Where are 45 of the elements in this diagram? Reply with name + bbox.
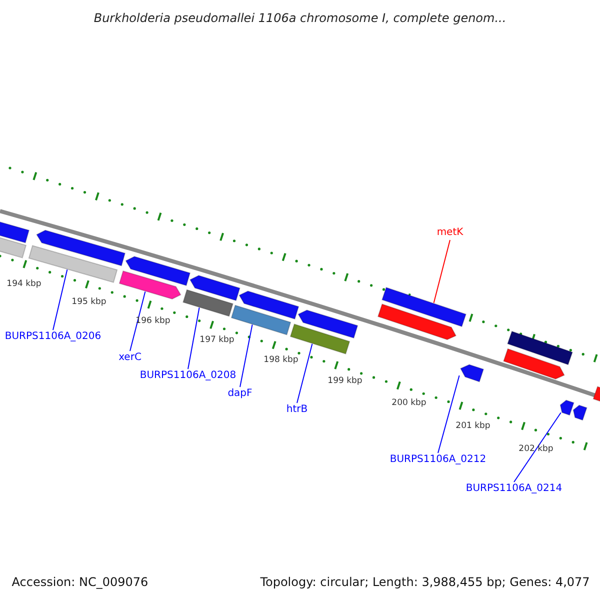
gene-label: BURPS1106A_0208 bbox=[140, 371, 236, 381]
tick-label: 199 kbp bbox=[328, 376, 362, 386]
gene-label: BURPS1106A_0214 bbox=[466, 484, 562, 494]
gene-feature bbox=[592, 386, 600, 402]
gene-feature bbox=[506, 330, 574, 366]
gene-feature bbox=[572, 404, 588, 421]
gene-feature bbox=[290, 323, 350, 355]
leader-line bbox=[240, 324, 253, 388]
gene-feature bbox=[118, 270, 182, 300]
info-text: Accession: NC_009076 bbox=[12, 576, 148, 588]
leader-line bbox=[438, 375, 460, 454]
gene-label: BURPS1106A_0212 bbox=[390, 455, 486, 465]
gene-feature bbox=[381, 286, 467, 328]
gene-feature bbox=[36, 230, 126, 266]
leader-line bbox=[188, 307, 200, 370]
gene-feature bbox=[502, 348, 565, 380]
info-text: Topology: circular; Length: 3,988,455 bp; Genes: 4,077 bbox=[260, 576, 590, 588]
leader-line bbox=[433, 240, 450, 304]
gene-feature bbox=[189, 274, 240, 302]
leader-line bbox=[130, 291, 146, 352]
tick-label: 200 kbp bbox=[392, 398, 426, 408]
tick-label: 198 kbp bbox=[264, 356, 298, 364]
gene-label: htrB bbox=[286, 405, 308, 415]
tick-label: 201 kbp bbox=[456, 422, 490, 430]
gene-feature bbox=[560, 400, 574, 416]
gene-feature bbox=[460, 364, 484, 382]
gene-feature bbox=[230, 304, 292, 336]
gene-label: BURPS1106A_0206 bbox=[4, 332, 102, 342]
tick-label: 202 kbp bbox=[518, 444, 554, 454]
gene-label: xerC bbox=[118, 353, 142, 363]
gene-feature bbox=[0, 220, 30, 244]
leader-line bbox=[514, 412, 562, 482]
leader-line bbox=[296, 343, 313, 404]
gene-feature bbox=[182, 289, 234, 317]
gene-label: dapF bbox=[228, 389, 252, 399]
gene-feature bbox=[298, 310, 358, 339]
tick-label: 195 kbp bbox=[72, 298, 106, 306]
gene-feature bbox=[238, 290, 300, 320]
tick-label: 194 kbp bbox=[6, 280, 42, 288]
gene-feature bbox=[377, 303, 457, 340]
leader-line bbox=[52, 269, 68, 330]
gene-label: metK bbox=[436, 228, 464, 238]
gene-feature bbox=[125, 256, 191, 286]
map-title: Burkholderia pseudomallei 1106a chromosome I, complete genom... bbox=[94, 12, 506, 24]
tick-label: 197 kbp bbox=[200, 336, 234, 344]
